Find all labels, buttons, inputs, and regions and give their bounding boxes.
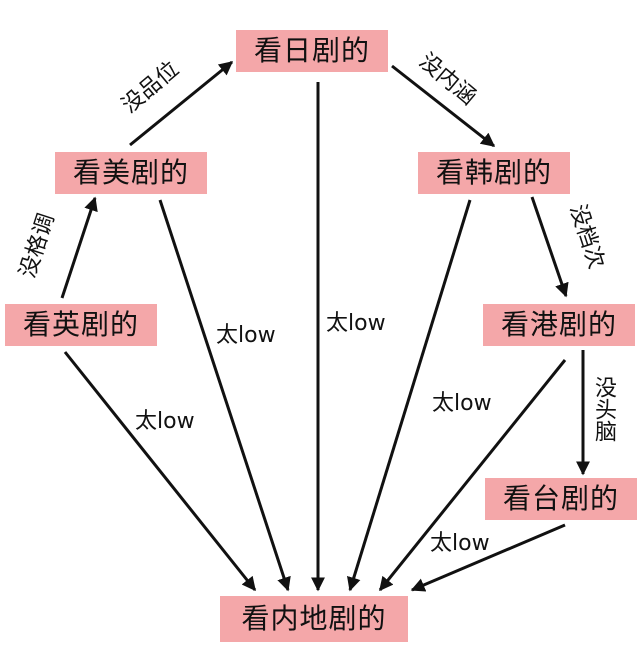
label-taiwanese-to-mainland: 太low: [430, 531, 490, 556]
arrow-taiwanese-to-mainland: [410, 523, 566, 592]
label-japanese-to-mainland: 太low: [326, 311, 386, 336]
arrow-american-to-mainland: [158, 199, 291, 592]
arrow-korean-to-hongkong: [530, 196, 569, 298]
node-british: 看英剧的: [5, 304, 157, 346]
arrow-british-to-mainland: [63, 351, 257, 592]
arrow-korean-to-mainland: [347, 199, 472, 592]
node-japanese: 看日剧的: [236, 30, 388, 72]
node-taiwanese: 看台剧的: [485, 478, 637, 520]
arrow-hongkong-to-mainland: [378, 359, 567, 592]
label-american-to-mainland: 太low: [216, 323, 276, 348]
arrow-american-to-japanese: [129, 60, 234, 147]
label-korean-to-mainland: 太low: [432, 391, 492, 416]
node-hongkong: 看港剧的: [483, 304, 635, 346]
node-korean: 看韩剧的: [418, 152, 570, 194]
node-american: 看美剧的: [55, 152, 207, 194]
label-hongkong-to-taiwanese: 没头脑: [591, 376, 616, 442]
label-british-to-mainland: 太low: [135, 409, 195, 434]
node-mainland: 看内地剧的: [220, 596, 408, 642]
arrow-british-to-american: [60, 196, 98, 299]
arrow-japanese-to-korean: [391, 64, 496, 148]
